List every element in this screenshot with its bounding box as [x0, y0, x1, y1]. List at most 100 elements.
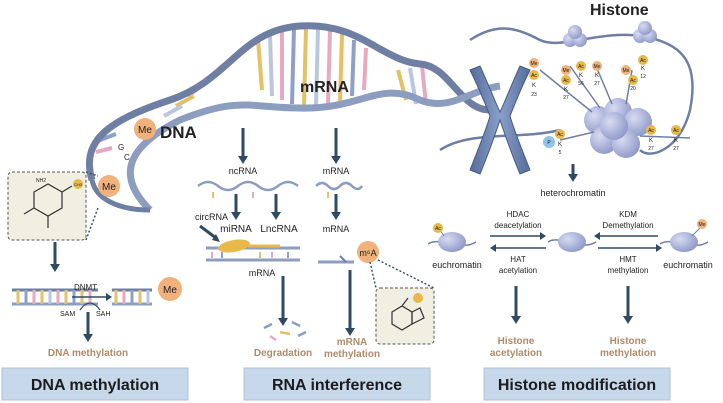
base-c: C — [124, 153, 130, 162]
sam-label: SAM — [60, 311, 75, 318]
svg-text:20: 20 — [630, 86, 636, 92]
nucleosome-heterochromatin — [547, 232, 597, 252]
svg-text:Ac: Ac — [435, 226, 441, 232]
svg-text:Ac: Ac — [648, 128, 654, 134]
svg-text:Ac: Ac — [673, 128, 679, 134]
svg-text:12: 12 — [640, 74, 646, 80]
svg-text:Ac: Ac — [578, 64, 584, 70]
svg-text:Me: Me — [531, 61, 538, 67]
ch3-label: CH3 — [74, 182, 83, 187]
mrna-title: mRNA — [300, 79, 349, 96]
panel-dna-methylation-label: DNA methylation — [31, 377, 159, 394]
mrna-strand-top — [315, 181, 364, 191]
mrna-label-mid: mRNA — [249, 268, 276, 278]
panel-histone-modification — [483, 367, 671, 401]
nucleosome-euchromatin-right: Me — [659, 219, 709, 252]
histone-methylation-line1: Histone — [610, 336, 647, 347]
m6a-structure-inset — [369, 259, 435, 345]
nucleosome-core — [584, 98, 652, 158]
panel-dna-methylation — [1, 367, 189, 401]
deacetylation-label: deacetylation — [494, 221, 541, 230]
panel-histone-modification-label: Histone modification — [498, 377, 656, 394]
me-label-cytosine: Me — [102, 182, 116, 193]
dna-strand-left — [12, 288, 98, 306]
mrna-methylation-line2: methylation — [324, 349, 380, 360]
ncrna-label: ncRNA — [229, 166, 258, 176]
histone-title: Histone — [590, 2, 649, 19]
svg-text:K: K — [674, 138, 678, 144]
dna-methylation-result: DNA methylation — [48, 348, 128, 359]
methyl-badge-dna — [134, 118, 156, 140]
hdac-label: HDAC — [507, 210, 530, 219]
dnmt-label: DNMT — [74, 283, 97, 292]
me-label-result: Me — [163, 285, 177, 296]
svg-text:K: K — [564, 87, 568, 93]
svg-text:K: K — [579, 73, 583, 79]
methylation-label: methylation — [608, 266, 649, 275]
svg-text:K: K — [532, 83, 536, 89]
panel-rna-interference-label: RNA interference — [272, 377, 402, 394]
histone-acetylation-line2: acetylation — [490, 348, 542, 359]
circrna-label: circRNA — [195, 212, 228, 222]
histone-methylation-line2: methylation — [600, 348, 656, 359]
euchromatin-left-label: euchromatin — [432, 260, 482, 270]
sah-label: SAH — [96, 311, 110, 318]
methyl-badge-cytosine — [98, 175, 120, 197]
svg-text:27: 27 — [594, 81, 600, 87]
svg-text:K: K — [649, 138, 653, 144]
svg-text:Ac: Ac — [531, 73, 537, 79]
svg-text:Ac: Ac — [630, 78, 636, 84]
euchromatin-right-label: euchromatin — [663, 260, 713, 270]
dna-strand-right — [112, 288, 152, 306]
nucleosome-top-1 — [563, 25, 587, 47]
svg-text:Ac: Ac — [640, 58, 646, 64]
svg-text:Ac: Ac — [557, 132, 563, 138]
histone-acetylation-line1: Histone — [498, 336, 535, 347]
mrna-label-col: mRNA — [323, 166, 350, 176]
histone-tail-marks: Me Ac K 23 Me Ac K 27 Ac K 56 Me K 27 Me… — [529, 55, 691, 156]
svg-text:Ac: Ac — [563, 78, 569, 84]
base-g: G — [118, 143, 124, 152]
rna-fragments — [263, 320, 307, 342]
rna-complex — [206, 239, 300, 262]
nucleosome-euchromatin-left: Ac — [427, 223, 477, 252]
ncrna-strand — [197, 180, 299, 192]
chromosome — [469, 65, 531, 175]
svg-text:Me: Me — [563, 68, 570, 74]
m6a-badge — [357, 241, 379, 263]
svg-text:Me: Me — [623, 68, 630, 74]
nucleosome-top-2 — [633, 21, 657, 43]
svg-text:Me: Me — [594, 64, 601, 70]
m6a-label: m⁶A — [359, 248, 376, 258]
hat-label: HAT — [510, 255, 526, 264]
svg-text:27: 27 — [648, 146, 654, 152]
svg-text:56: 56 — [578, 81, 584, 87]
mrna-label-col2: mRNA — [323, 224, 350, 234]
svg-text:K: K — [595, 73, 599, 79]
panel-rna-interference — [243, 367, 431, 401]
kdm-label: KDM — [619, 210, 637, 219]
svg-text:27: 27 — [563, 95, 569, 101]
svg-text:P: P — [547, 140, 551, 146]
degradation-label: Degradation — [254, 348, 312, 359]
svg-text:K: K — [558, 142, 562, 148]
svg-text:23: 23 — [531, 92, 537, 98]
acetylation-label: acetylation — [499, 266, 537, 275]
svg-text:5: 5 — [559, 150, 562, 156]
lncrna-label: LncRNA — [260, 224, 298, 235]
svg-text:K: K — [641, 66, 645, 72]
hmt-label: HMT — [619, 255, 636, 264]
nh2-label: NH2 — [36, 178, 46, 184]
dna-title: DNA — [160, 123, 197, 142]
svg-text:Me: Me — [699, 222, 706, 228]
heterochromatin-label: heterochromatin — [540, 188, 605, 198]
svg-text:27: 27 — [673, 146, 679, 152]
mrna-methylation-line1: mRNA — [337, 337, 368, 348]
mirna-label: miRNA — [220, 224, 252, 235]
demethylation-label: Demethylation — [602, 221, 653, 230]
me-label-dna: Me — [138, 125, 152, 136]
dna-double-helix — [85, 22, 501, 213]
methyl-badge-result — [158, 277, 182, 301]
methylcytosine-structure-inset: CH3 NH2 — [7, 171, 99, 241]
